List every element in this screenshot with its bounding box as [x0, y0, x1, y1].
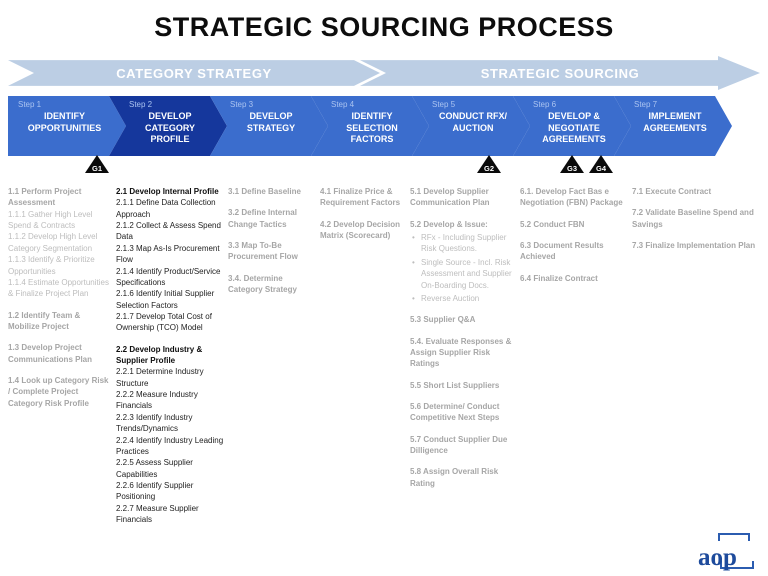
step-number: Step 1: [18, 100, 42, 109]
logo-bracket-top-icon: [718, 533, 750, 541]
phase-label: STRATEGIC SOURCING: [480, 65, 640, 81]
process-item: 5.2 Conduct FBN: [520, 219, 585, 229]
step-label: DEVELOP & NEGOTIATE AGREEMENTS: [542, 111, 606, 145]
gate-marker-g2: G2: [477, 155, 501, 173]
gate-label: G3: [566, 164, 577, 173]
step-arrow-5: Step 5 CONDUCT RFX/ AUCTION: [412, 96, 530, 156]
gate-label: G4: [595, 164, 606, 173]
process-item: 2.2 Develop Industry & Supplier Profile: [116, 344, 203, 366]
process-item: 2.1.7 Develop Total Cost of Ownership (T…: [116, 311, 212, 333]
phase-arrow-category-strategy: CATEGORY STRATEGY: [8, 56, 380, 90]
process-item: 2.1.4 Identify Product/Service Specifica…: [116, 266, 221, 287]
step-arrow-3: Step 3 DEVELOP STRATEGY: [210, 96, 328, 156]
process-item: 5.3 Supplier Q&A: [410, 315, 476, 325]
process-item: 1.4 Look up Category Risk / Complete Pro…: [8, 376, 109, 408]
process-item: 7.1 Execute Contract: [632, 187, 712, 196]
process-item: 2.1.1 Define Data Collection Approach: [116, 198, 216, 219]
step-number: Step 3: [230, 100, 254, 109]
step-number: Step 4: [331, 100, 355, 109]
process-item: 3.3 Map To-Be Procurement Flow: [228, 241, 298, 262]
process-item: 3.2 Define Internal Change Tactics: [228, 208, 297, 229]
process-item: 2.2.4 Identify Industry Leading Practice…: [116, 435, 224, 456]
process-item: 6.1. Develop Fact Bas e Negotiation (FBN…: [520, 187, 623, 208]
step-label: DEVELOP STRATEGY: [246, 111, 296, 133]
process-item: Reverse Auction: [410, 293, 516, 305]
gate-label: G1: [91, 164, 102, 173]
step-arrow-1: Step 1 IDENTIFY OPPORTUNITIES: [8, 96, 126, 156]
process-item: 2.2.2 Measure Industry Financials: [116, 390, 198, 411]
step-number: Step 6: [533, 100, 557, 109]
step-7-activities-column: 7.1 Execute Contract 7.2 Validate Baselin…: [632, 186, 760, 251]
process-item: 6.3 Document Results Achieved: [520, 241, 604, 262]
process-item: 1.3 Develop Project Communications Plan: [8, 343, 93, 364]
process-item: 5.8 Assign Overall Risk Rating: [410, 467, 499, 488]
process-item: RFx - Including Supplier Risk Questions.: [410, 232, 516, 255]
gate-marker-g1: G1: [85, 155, 109, 173]
step-label: DEVELOP CATEGORY PROFILE: [144, 111, 195, 145]
process-item: 2.2.1 Determine Industry Structure: [116, 367, 204, 388]
process-item: 6.4 Finalize Contract: [520, 273, 598, 283]
page-title: STRATEGIC SOURCING PROCESS: [154, 12, 614, 42]
phase-arrow-strategic-sourcing: STRATEGIC SOURCING: [360, 56, 760, 90]
process-item: 2.1.3 Map As-Is Procurement Flow: [116, 243, 220, 265]
step-4-activities-column: 4.1 Finalize Price & Requirement Factors…: [320, 186, 408, 241]
process-item: 3.4. Determine Category Strategy: [228, 273, 297, 295]
process-item: 4.2 Develop Decision Matrix (Scorecard): [320, 219, 401, 241]
process-item: 5.5 Short List Suppliers: [410, 380, 500, 390]
step-label: IDENTIFY OPPORTUNITIES: [27, 111, 102, 133]
process-item: Single Source - Incl. Risk Assessment an…: [410, 257, 516, 291]
logo-bracket-bottom-icon: [720, 561, 754, 569]
process-item: 7.3 Finalize Implementation Plan: [632, 241, 756, 251]
process-item: 3.1 Define Baseline: [228, 187, 301, 196]
step-arrow-7: Step 7 IMPLEMENT AGREEMENTS: [614, 96, 732, 156]
process-item: 7.2 Validate Baseline Spend and Savings: [632, 208, 754, 229]
gate-label: G2: [483, 164, 494, 173]
process-item: 1.1.1 Gather High Level Spend & Contract…: [8, 209, 93, 231]
process-item: 2.2.7 Measure Supplier Financials: [116, 503, 199, 525]
process-item: 2.1.2 Collect & Assess Spend Data: [116, 221, 221, 242]
process-item: 5.2 Develop & Issue:: [410, 219, 488, 229]
step-arrow-4: Step 4 IDENTIFY SELECTION FACTORS: [311, 96, 429, 156]
process-item: 2.2.3 Identify Industry Trends/Dynamics: [116, 412, 193, 434]
step-number: Step 5: [432, 100, 456, 109]
process-item: 1.1 Perform Project Assessment: [8, 187, 82, 208]
step-arrow-6: Step 6 DEVELOP & NEGOTIATE AGREEMENTS: [513, 96, 631, 156]
phase-label: CATEGORY STRATEGY: [116, 65, 272, 81]
process-item: 1.1.4 Estimate Opportunities & Finalize …: [8, 277, 109, 299]
process-item: 5.6 Determine/ Conduct Competitive Next …: [410, 402, 500, 423]
process-item: 2.2.5 Assess Supplier Capabilities: [116, 458, 193, 479]
process-item: 1.1.2 Develop High Level Category Segmen…: [8, 232, 98, 253]
process-item: 2.1.6 Identify Initial Supplier Selectio…: [116, 289, 215, 310]
step-arrow-2: Step 2 DEVELOP CATEGORY PROFILE: [109, 96, 227, 156]
step-label: IDENTIFY SELECTION FACTORS: [346, 111, 398, 145]
gate-marker-g3: G3: [560, 155, 584, 173]
process-item: 5.1 Develop Supplier Communication Plan: [410, 187, 490, 208]
step-label: CONDUCT RFX/ AUCTION: [439, 111, 507, 133]
process-item: 1.2 Identify Team & Mobilize Project: [8, 310, 81, 331]
aop-logo: aop: [698, 533, 754, 570]
step-3-activities-column: 3.1 Define Baseline 3.2 Define Internal C…: [228, 186, 318, 296]
step-5-activities-column: 5.1 Develop Supplier Communication Plan 5…: [410, 186, 516, 489]
logo-text: aop: [698, 544, 737, 571]
process-item: 5.7 Conduct Supplier Due Dilligence: [410, 434, 508, 456]
process-item: 5.4. Evaluate Responses & Assign Supplie…: [410, 336, 512, 369]
process-item: 4.1 Finalize Price & Requirement Factors: [320, 187, 401, 208]
step-number: Step 2: [129, 100, 153, 109]
process-item: 2.1 Develop Internal Profile: [116, 187, 219, 196]
process-item: 2.2.6 Identify Supplier Positioning: [116, 480, 194, 502]
step-label: IMPLEMENT AGREEMENTS: [643, 111, 707, 133]
step-6-activities-column: 6.1. Develop Fact Bas e Negotiation (FBN…: [520, 186, 626, 284]
process-item: 1.1.3 Identify & Prioritize Opportunitie…: [8, 255, 95, 276]
step-number: Step 7: [634, 100, 658, 109]
step-2-activities-column: 2.1 Develop Internal Profile 2.1.1 Define…: [116, 186, 228, 525]
gate-marker-g4: G4: [589, 155, 613, 173]
